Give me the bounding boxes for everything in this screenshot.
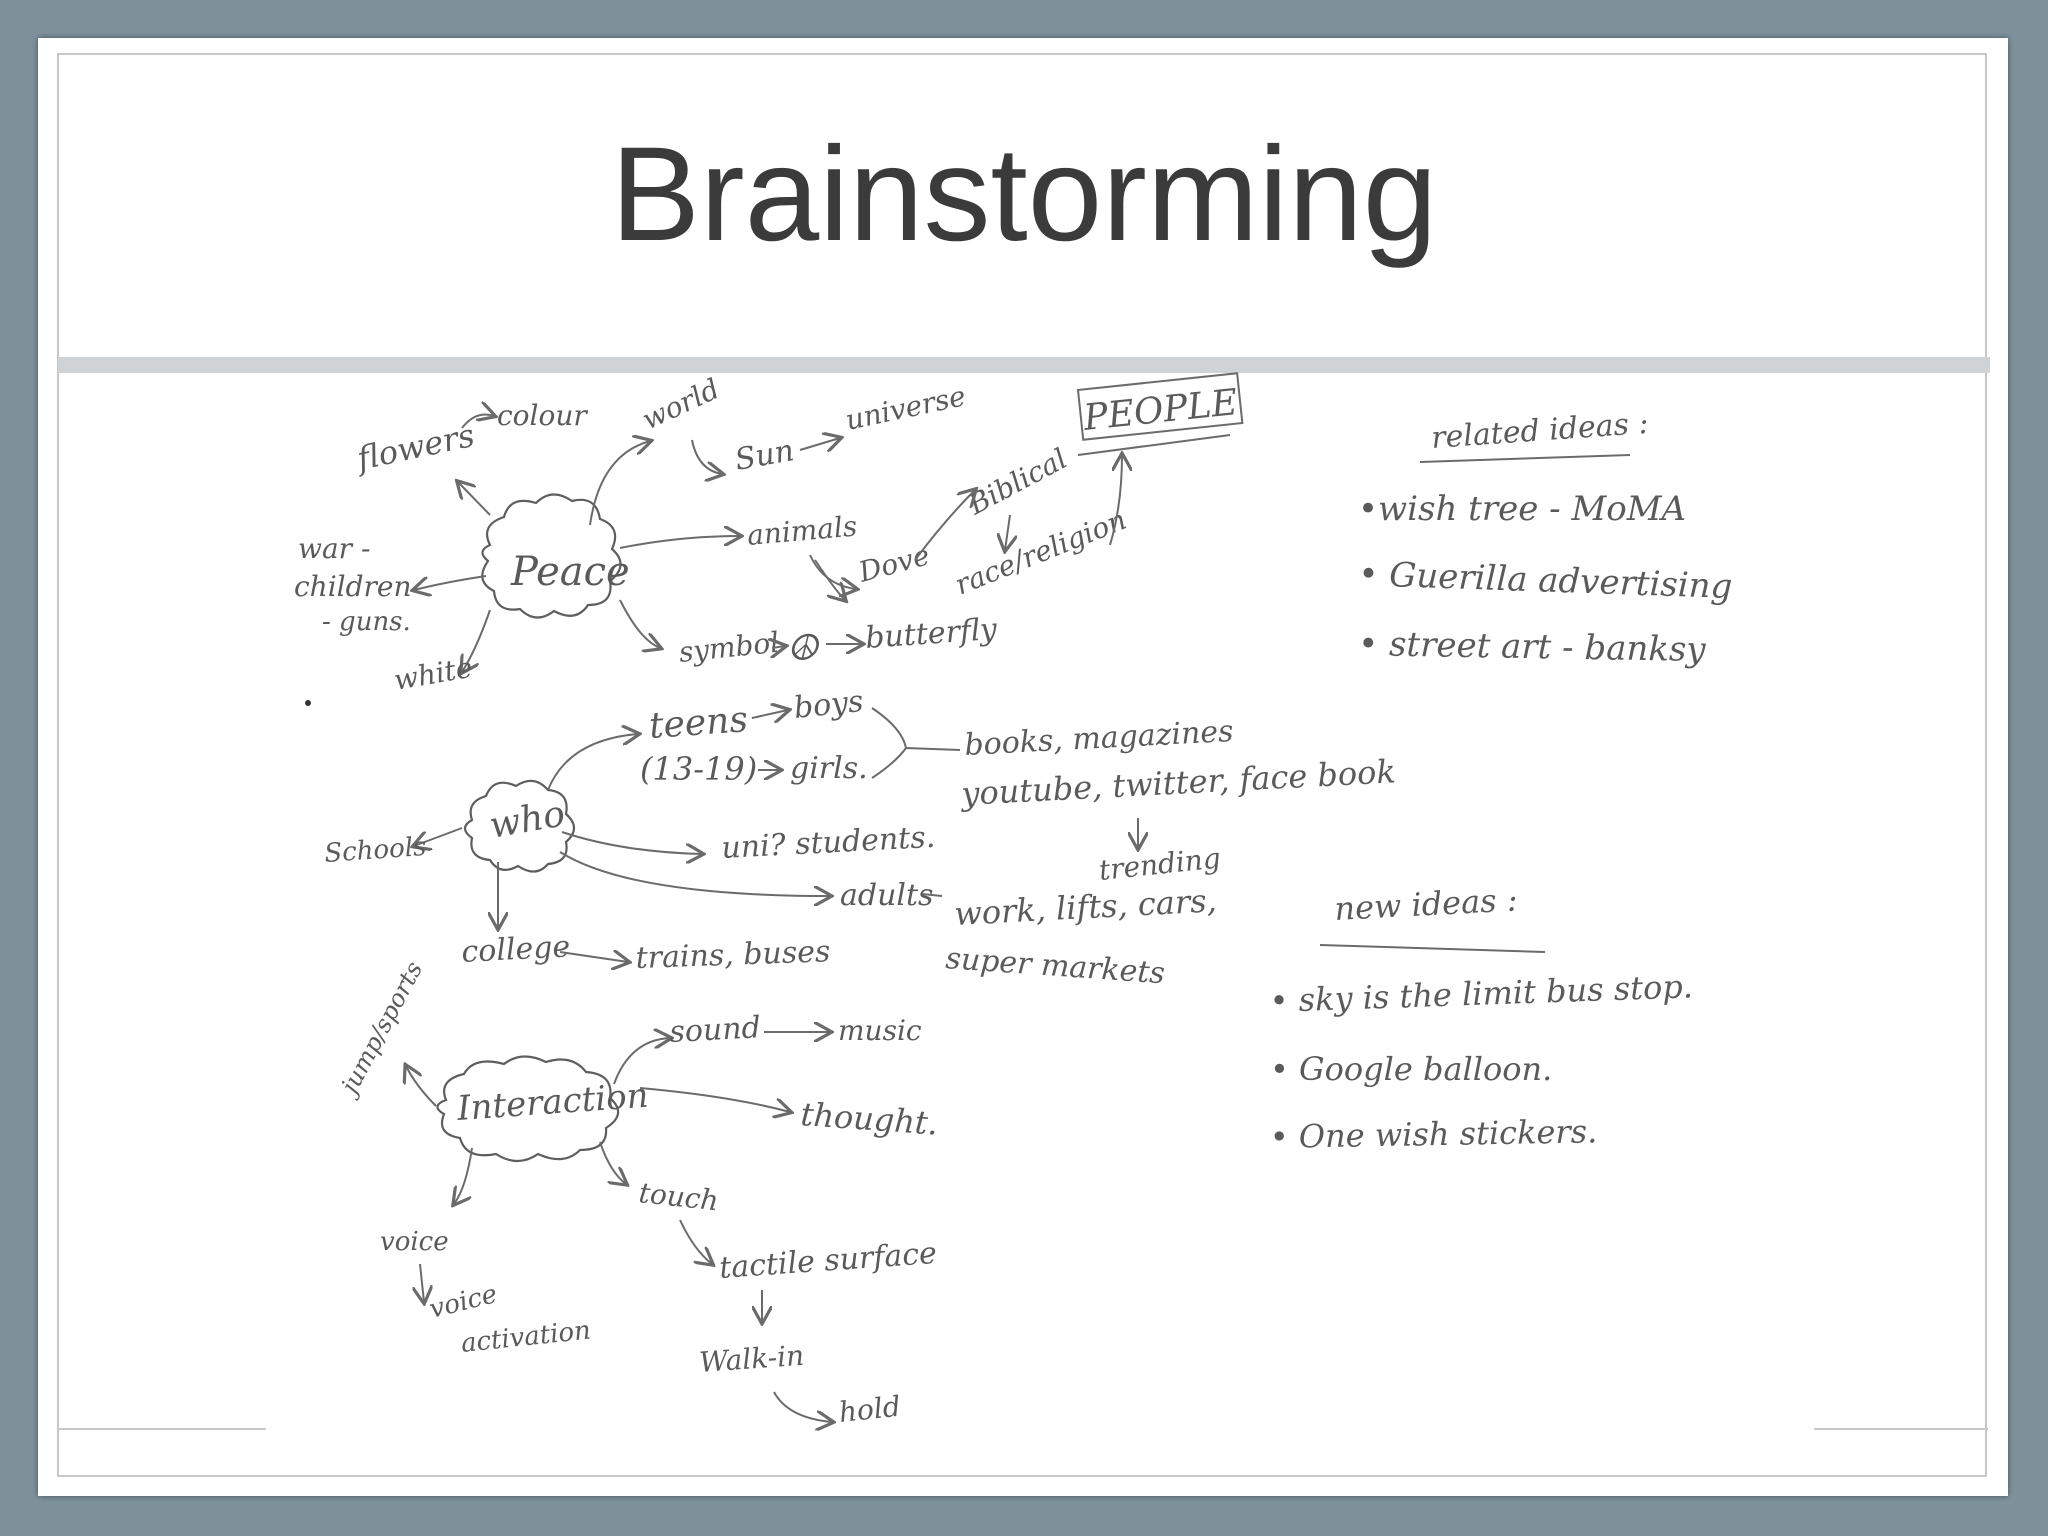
slide <box>38 38 2008 1496</box>
new-idea-3: • One wish stickers. <box>1269 1112 1597 1156</box>
world-label: world <box>637 372 724 436</box>
stray-dot <box>305 700 311 706</box>
people-label: PEOPLE <box>1081 382 1240 439</box>
footer-line-right <box>1814 1428 1988 1430</box>
adults-label: adults <box>840 878 933 913</box>
related-idea-2: • Guerilla advertising <box>1358 554 1733 607</box>
voice-activation-line-1: voice <box>426 1279 500 1325</box>
voice-label: voice <box>380 1227 449 1257</box>
sun-label: Sun <box>732 433 796 478</box>
tactile-surface-label: tactile surface <box>718 1236 938 1286</box>
music-label: music <box>838 1014 922 1047</box>
work-label: work, lifts, cars, <box>953 881 1217 933</box>
walk-in-label: Walk-in <box>698 1339 805 1379</box>
supermarkets-label: super markets <box>944 941 1166 991</box>
voice-activation-line-2: activation <box>460 1316 593 1359</box>
interaction-center-label: Interaction <box>455 1076 650 1129</box>
biblical-label: Biblical <box>962 442 1073 522</box>
butterfly-label: butterfly <box>864 612 999 656</box>
animals-label: animals <box>746 509 859 551</box>
title-divider <box>58 357 1990 373</box>
college-label: college <box>461 929 571 970</box>
girls-label: girls. <box>790 751 868 786</box>
related-idea-1: •wish tree - MoMA <box>1358 489 1686 529</box>
war-line-1: war - <box>298 532 370 565</box>
white-label: white <box>391 651 474 697</box>
symbol-label: symbol <box>677 626 780 669</box>
teens-age-label: (13-19) <box>640 750 757 788</box>
related-idea-3: • street art - banksy <box>1358 624 1707 670</box>
peace-symbol-icon: ☮ <box>786 628 820 669</box>
teens-label: teens <box>648 699 749 747</box>
who-cloud <box>463 779 576 873</box>
touch-label: touch <box>637 1176 720 1217</box>
war-line-3: - guns. <box>322 607 411 637</box>
footer-line-left <box>58 1428 266 1430</box>
peace-cloud <box>481 493 622 619</box>
who-center-label: who <box>486 793 568 847</box>
boys-label: boys <box>792 684 865 726</box>
thought-label: thought. <box>799 1095 939 1142</box>
new-idea-1: • sky is the limit bus stop. <box>1269 967 1694 1020</box>
uni-students-label: uni? students. <box>721 820 936 866</box>
hold-label: hold <box>837 1390 902 1429</box>
universe-label: universe <box>843 379 969 437</box>
peace-center-label: Peace <box>510 549 630 595</box>
sound-label: sound <box>669 1010 762 1050</box>
media-line-1: books, magazines <box>964 714 1235 763</box>
flowers-label: flowers <box>352 416 478 478</box>
schools-label: Schools <box>323 832 427 869</box>
slide-title: Brainstorming <box>610 120 1438 269</box>
colour-label: colour <box>497 399 588 432</box>
slide-frame <box>57 53 1987 1477</box>
new-ideas-heading: new ideas : <box>1333 880 1518 928</box>
interaction-cloud <box>436 1055 620 1163</box>
trains-buses-label: trains, buses <box>635 934 831 976</box>
related-ideas-heading: related ideas : <box>1430 406 1650 456</box>
media-line-2: youtube, twitter, face book <box>958 752 1396 813</box>
new-idea-2: • Google balloon. <box>1270 1050 1552 1088</box>
trending-label: trending <box>1097 841 1222 887</box>
dove-label: Dove <box>854 538 933 589</box>
war-line-2: children <box>294 570 412 603</box>
